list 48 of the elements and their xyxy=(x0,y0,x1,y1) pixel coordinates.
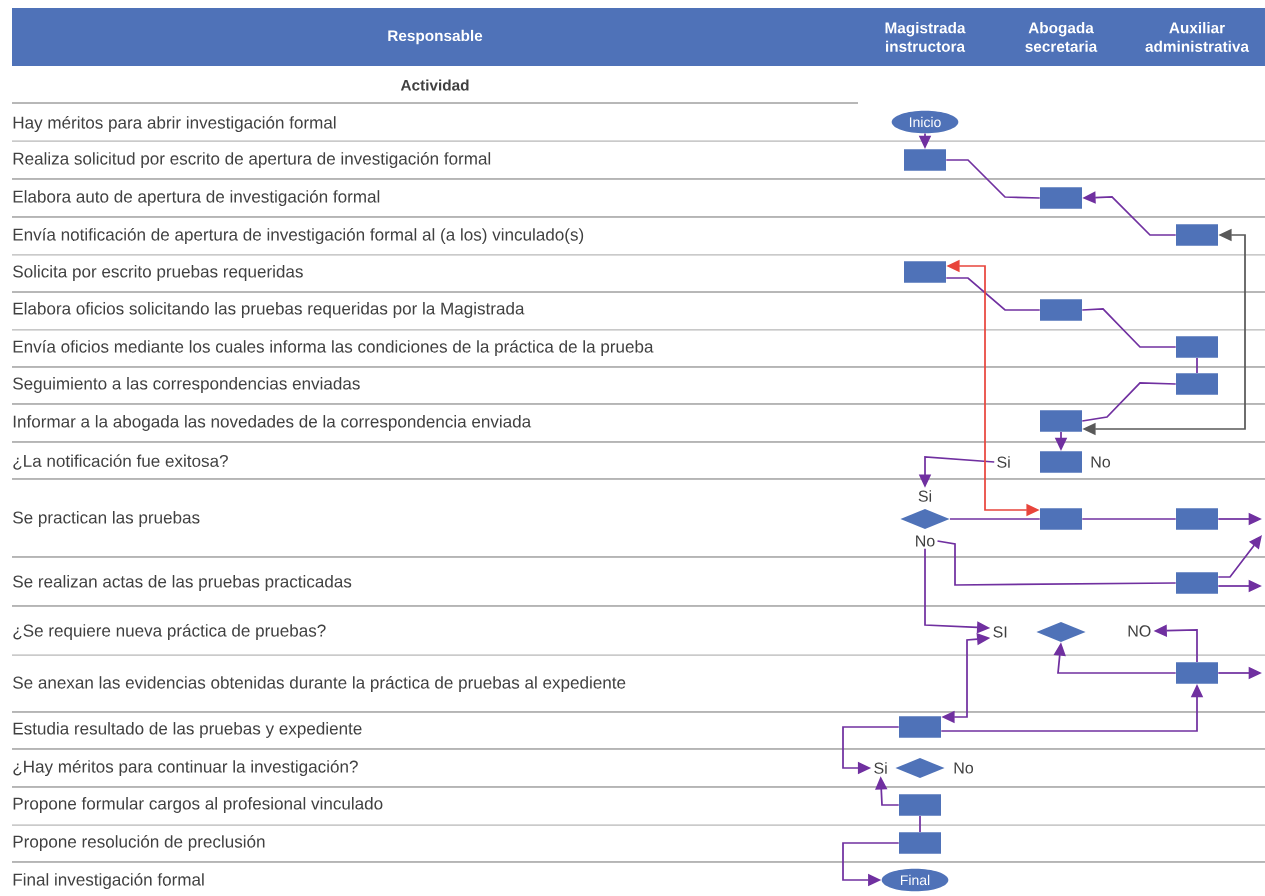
column-header: Responsable xyxy=(388,29,483,45)
activity-text: Estudia resultado de las pruebas y expediente xyxy=(13,722,362,738)
branch-label: No xyxy=(1091,456,1111,468)
activity-text: Envía oficios mediante los cuales informa las condiciones de la práctica de la prueba xyxy=(13,339,654,357)
arrow xyxy=(1217,535,1262,578)
branch-label: Si xyxy=(918,490,932,502)
process-box xyxy=(899,716,941,738)
process-box xyxy=(899,794,941,816)
activity-text: Elabora auto de apertura de investigación formal xyxy=(13,189,380,207)
branch-label: NO xyxy=(1128,625,1151,637)
column-header: Auxiliar administrativa xyxy=(1145,22,1250,52)
process-box xyxy=(1176,336,1218,358)
activity-text: Se anexan las evidencias obtenidas durante la práctica de pruebas al expediente xyxy=(13,675,626,693)
process-box xyxy=(1040,508,1082,530)
activity-text: ¿Hay méritos para continuar la investigación? xyxy=(13,759,358,777)
branch-label: SI xyxy=(993,626,1007,638)
activity-text: ¿La notificación fue exitosa? xyxy=(13,454,228,470)
activity-text: Informar a la abogada las novedades de la correspondencia enviada xyxy=(13,415,532,431)
activity-text: Seguimiento a las correspondencias enviadas xyxy=(13,377,360,393)
process-box xyxy=(904,149,946,171)
branch-label: No xyxy=(954,762,974,774)
process-box xyxy=(1176,662,1218,684)
activity-text: Propone formular cargos al profesional vinculado xyxy=(13,797,383,813)
branch-label: No xyxy=(916,535,935,547)
process-box xyxy=(1176,508,1218,530)
activity-text: Hay méritos para abrir investigación formal xyxy=(13,115,336,133)
process-box xyxy=(1040,299,1082,321)
process-box xyxy=(1176,224,1218,246)
activity-text: Final investigación formal xyxy=(13,872,204,890)
activity-text: Envía notificación de apertura de investigación formal al (a los) vinculado(s) xyxy=(13,227,584,245)
activity-text: Se practican las pruebas xyxy=(13,511,200,527)
column-header: Magistrada instructora xyxy=(885,22,966,52)
process-box xyxy=(899,832,941,854)
process-box xyxy=(904,261,946,283)
process-box xyxy=(1040,187,1082,209)
branch-label: Si xyxy=(874,762,887,774)
activity-text: Elabora oficios solicitando las pruebas requeridas por la Magistrada xyxy=(13,302,525,318)
column-header: Abogada secretaria xyxy=(1025,22,1098,52)
activity-text: Se realizan actas de las pruebas practicadas xyxy=(13,575,352,591)
activity-text: ¿Se requiere nueva práctica de pruebas? xyxy=(13,623,326,641)
process-box xyxy=(1176,572,1218,594)
branch-label: Si xyxy=(997,456,1010,468)
activity-text: Solicita por escrito pruebas requeridas xyxy=(13,265,303,281)
process-box xyxy=(1176,373,1218,395)
activity-text: Propone resolución de preclusión xyxy=(13,834,265,852)
process-box xyxy=(1040,410,1082,432)
activity-text: Realiza solicitud por escrito de apertura de investigación formal xyxy=(13,151,491,169)
column-header: Actividad xyxy=(400,79,469,91)
